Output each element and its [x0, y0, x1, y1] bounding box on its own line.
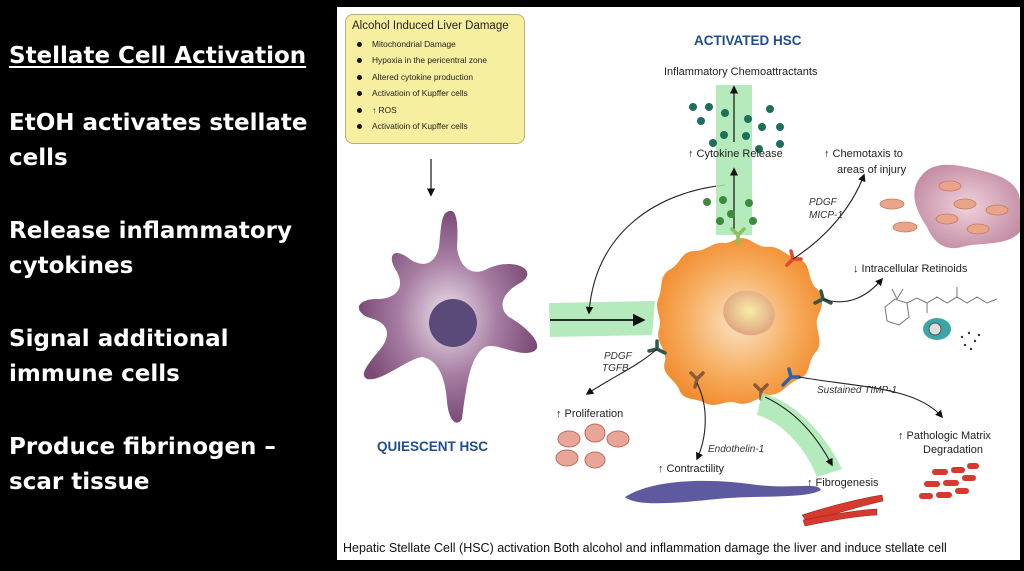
quiescent-hsc-label: QUIESCENT HSC: [377, 439, 488, 454]
timp-label: Sustained TIMP-1: [817, 385, 897, 396]
feedback-arrow-icon: [585, 184, 726, 315]
liver-damage-box: Alcohol Induced Liver Damage Mitochondri…: [345, 14, 525, 144]
fibrogenesis-arrow-icon: [764, 396, 833, 467]
chemotaxis-arrow-icon: [792, 173, 866, 260]
injured-tissue: [879, 164, 1020, 249]
tgfb-label: TGFB: [602, 363, 629, 374]
fibrogenesis-label: ↑ Fibrogenesis: [807, 477, 879, 489]
retinol-molecule-icon: [884, 287, 998, 326]
figure-caption: Hepatic Stellate Cell (HSC) activation B…: [343, 541, 947, 555]
damage-item: Hypoxia in the pericentral zone: [352, 52, 518, 68]
pdgf-label-2: PDGF: [604, 351, 633, 362]
chemotaxis-label-2: areas of injury: [837, 164, 907, 176]
damage-item: Mitochondrial Damage: [352, 36, 518, 52]
matrix-label: ↑ Pathologic Matrix: [898, 430, 991, 442]
chemoattractants-label: Inflammatory Chemoattractants: [664, 66, 818, 78]
damage-item: Activatioin of Kupffer cells: [352, 85, 518, 101]
degraded-matrix: [919, 463, 979, 499]
contractility-arrow-icon: [696, 382, 706, 461]
damage-item: Altered cytokine production: [352, 69, 518, 85]
damage-item: Activatioin of Kupffer cells: [352, 118, 518, 134]
matrix-label-2: Degradation: [923, 444, 983, 456]
cytokine-release-label: ↑ Cytokine Release: [688, 148, 783, 160]
contractile-cell: [625, 480, 821, 504]
activated-hsc-label: ACTIVATED HSC: [694, 33, 802, 48]
retinoids-label: ↓ Intracellular Retinoids: [853, 263, 968, 275]
receptors: [647, 227, 833, 401]
proliferation-arrow-icon: [585, 348, 658, 395]
retinoid-arrow-icon: [822, 277, 883, 303]
diagram-canvas: QUIESCENT HSC ACTIVATED HSC Inflammatory…: [358, 33, 1020, 527]
micp-label: MICP-1: [809, 210, 843, 221]
damage-item: ↑ ROS: [352, 102, 518, 118]
bullet-point: Produce fibrinogen – scar tissue: [9, 434, 276, 495]
bullet-point: EtOH activates stellate cells: [9, 110, 308, 171]
quiescent-hsc-cell: [358, 210, 538, 423]
activated-hsc-cell: [657, 238, 823, 405]
liver-damage-title: Alcohol Induced Liver Damage: [352, 20, 509, 32]
lipid-droplet-cell-icon: [923, 318, 981, 351]
fibrogenesis-band: [757, 393, 842, 477]
contractility-label: ↑ Contractility: [658, 463, 725, 475]
slide-text: Stellate Cell Activation EtOH activates …: [9, 38, 329, 538]
proliferation-label: ↑ Proliferation: [556, 408, 623, 420]
bullet-point: Signal additional immune cells: [9, 326, 229, 387]
chemotaxis-label: ↑ Chemotaxis to: [824, 148, 903, 160]
slide-title: Stellate Cell Activation: [9, 43, 307, 69]
proliferating-cells: [555, 423, 630, 469]
pdgf-label: PDGF: [809, 197, 838, 208]
hsc-activation-figure: QUIESCENT HSC ACTIVATED HSC Inflammatory…: [337, 7, 1020, 560]
bullet-point: Release inflammatory cytokines: [9, 218, 293, 279]
cytokine-particles: [689, 103, 784, 225]
collagen-fibers: [801, 494, 884, 527]
timp-arrow-icon: [798, 376, 943, 419]
activation-band: [549, 301, 655, 337]
endothelin-label: Endothelin-1: [708, 444, 764, 455]
